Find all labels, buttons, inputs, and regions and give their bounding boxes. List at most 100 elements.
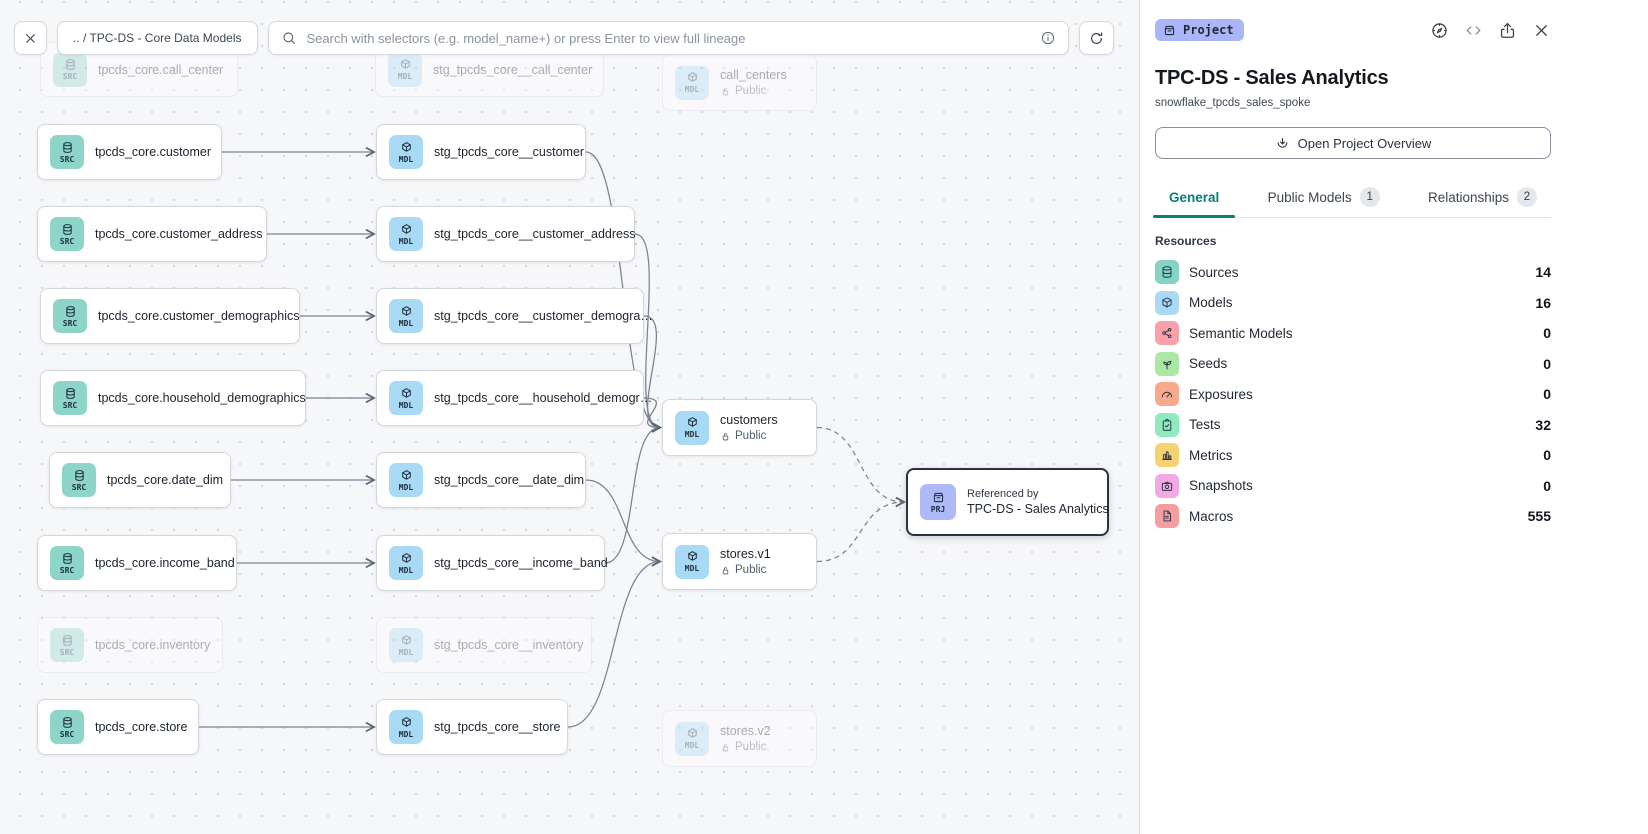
resource-count: 0 xyxy=(1543,477,1551,494)
cube-icon xyxy=(401,223,411,234)
node-type-chip: MDL xyxy=(389,628,423,662)
cube-icon xyxy=(401,305,411,316)
database-icon xyxy=(62,716,72,728)
close-lineage-button[interactable] xyxy=(14,21,47,55)
project-badge-label: Project xyxy=(1183,23,1234,37)
resource-count: 32 xyxy=(1535,416,1551,433)
node-type-chip: MDL xyxy=(675,65,709,100)
public-access-badge: Public xyxy=(720,564,771,576)
node-type-chip: MDL xyxy=(389,217,423,251)
resource-count: 16 xyxy=(1535,294,1551,311)
project-box-icon xyxy=(1164,25,1175,35)
breadcrumb[interactable]: .. / TPC-DS - Core Data Models xyxy=(57,21,258,55)
node-type-chip: SRC xyxy=(50,135,84,169)
database-icon xyxy=(65,59,75,70)
lineage-toolbar: .. / TPC-DS - Core Data Models xyxy=(14,21,1114,55)
compass-icon xyxy=(1432,22,1447,38)
database-icon xyxy=(65,305,75,317)
code-button[interactable] xyxy=(1464,21,1483,40)
cube-icon xyxy=(401,552,411,563)
tab-count-badge: 1 xyxy=(1359,187,1380,207)
cube-icon xyxy=(687,417,697,427)
seedling-icon xyxy=(1163,360,1172,370)
public-access-badge: Public xyxy=(720,430,778,442)
node-type-chip: SRC xyxy=(50,217,84,251)
node-type-chip: MDL xyxy=(675,410,709,445)
lock-open-icon xyxy=(722,432,729,440)
open-project-overview-label: Open Project Overview xyxy=(1297,135,1432,151)
search-icon xyxy=(282,32,295,44)
search-input[interactable] xyxy=(304,29,1032,47)
search-info-button[interactable] xyxy=(1040,30,1056,46)
refresh-button[interactable] xyxy=(1079,21,1114,55)
lock-open-icon xyxy=(722,87,729,95)
cube-icon xyxy=(687,72,697,82)
gauge-icon xyxy=(1161,392,1173,398)
page-title: TPC-DS - Sales Analytics xyxy=(1155,67,1389,89)
share-button[interactable] xyxy=(1498,21,1517,40)
database-icon xyxy=(1162,266,1172,278)
bar-chart-icon xyxy=(1162,451,1172,461)
node-type-chip: SRC xyxy=(50,628,84,662)
resource-count: 0 xyxy=(1543,447,1551,464)
cube-icon xyxy=(401,141,411,152)
node-type-chip: SRC xyxy=(53,299,87,333)
lock-open-icon xyxy=(722,566,729,574)
database-icon xyxy=(62,223,72,235)
project-detail-panel: Project TPC-DS - Sales Analytics snowfla… xyxy=(1139,0,1648,834)
tab-general[interactable]: General xyxy=(1152,187,1236,218)
project-box-icon xyxy=(933,492,943,502)
resource-count: 0 xyxy=(1543,386,1551,403)
node-type-chip: MDL xyxy=(389,710,423,744)
resource-count: 0 xyxy=(1543,325,1551,342)
node-type-chip: SRC xyxy=(53,52,87,87)
compass-button[interactable] xyxy=(1430,21,1449,40)
open-project-overview-button[interactable]: Open Project Overview xyxy=(1155,127,1551,159)
node-type-chip: MDL xyxy=(675,721,709,756)
resource-count: 14 xyxy=(1535,264,1551,281)
node-type-chip: MDL xyxy=(389,135,423,169)
cube-icon xyxy=(687,728,697,738)
node-type-chip: MDL xyxy=(389,299,423,333)
node-type-chip: MDL xyxy=(389,546,423,580)
close-button[interactable] xyxy=(1532,21,1551,40)
open-overview-icon xyxy=(1277,137,1288,148)
cube-icon xyxy=(401,387,411,398)
database-icon xyxy=(62,552,72,564)
database-icon xyxy=(65,387,75,399)
